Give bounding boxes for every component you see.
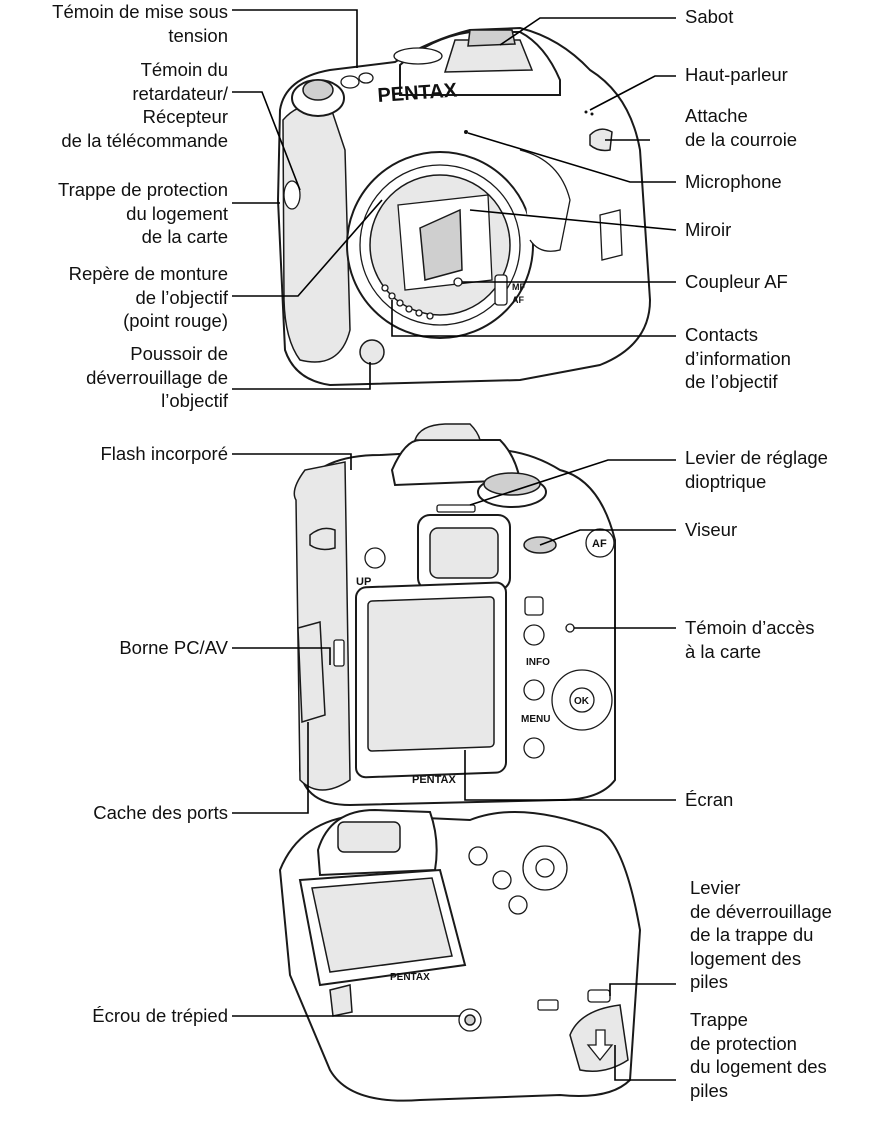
label-tripod-socket: Écrou de trépied	[92, 1005, 228, 1026]
camera-front-illustration: PENTAX MF AF	[276, 26, 652, 387]
svg-text:MF: MF	[512, 282, 525, 292]
svg-text:OK: OK	[574, 696, 590, 707]
label-viewfinder: Viseur	[685, 519, 738, 540]
svg-text:AF: AF	[512, 295, 524, 305]
label-diopter-lever: Levier de réglage dioptrique	[685, 447, 828, 492]
svg-text:PENTAX: PENTAX	[412, 774, 456, 786]
label-battery-lock-lever: Levier de déverrouillage de la trappe du…	[690, 877, 832, 992]
af-button-mark: AF	[592, 538, 607, 550]
flash-up-mark: UP	[356, 576, 371, 588]
svg-text:INFO: INFO	[526, 657, 550, 668]
label-lens-mount-index: Repère de monture de l’objectif (point r…	[68, 263, 228, 331]
ok-button-mark: OK	[574, 696, 590, 707]
info-button-mark: INFO	[526, 657, 550, 668]
label-strap-lug: Attache de la courroie	[685, 105, 798, 150]
label-lens-release-button: Poussoir de déverrouillage de l’objectif	[86, 343, 228, 411]
leader-lines	[232, 9, 677, 1081]
label-self-timer-remote-receiver: Témoin du retardateur/ Récepteur de la t…	[61, 59, 228, 151]
camera-bottom-illustration: PENTAX	[278, 808, 642, 1102]
label-battery-cover: Trappe de protection du logement des pil…	[690, 1009, 827, 1101]
label-port-cover: Cache des ports	[93, 802, 228, 823]
label-microphone: Microphone	[685, 171, 782, 192]
label-monitor: Écran	[685, 789, 734, 810]
label-card-access-lamp: Témoin d’accès à la carte	[685, 617, 815, 662]
af-mode-mark: AF	[512, 295, 524, 305]
svg-text:MENU: MENU	[521, 714, 550, 725]
menu-button-mark: MENU	[521, 714, 550, 725]
label-hot-shoe: Sabot	[685, 6, 734, 27]
lens-contacts-dots	[381, 284, 434, 320]
camera-back-illustration: PENTAX INFO MENU OK AF UP	[293, 423, 616, 807]
svg-text:UP: UP	[356, 576, 371, 588]
svg-text:AF: AF	[592, 538, 607, 550]
label-pc-av-terminal: Borne PC/AV	[119, 637, 228, 658]
label-card-cover: Trappe de protection du logement de la c…	[57, 179, 228, 247]
mf-mode-mark: MF	[512, 282, 525, 292]
label-lens-contacts: Contacts d’information de l’objectif	[685, 324, 791, 392]
svg-text:PENTAX: PENTAX	[390, 972, 430, 983]
label-mirror: Miroir	[685, 219, 732, 240]
bottom-brand-logo: PENTAX	[390, 972, 430, 983]
label-af-coupler: Coupleur AF	[685, 271, 788, 292]
label-speaker: Haut-parleur	[685, 64, 788, 85]
label-power-lamp: Témoin de mise sous tension	[52, 1, 228, 46]
back-brand-logo: PENTAX	[412, 774, 456, 786]
label-built-in-flash: Flash incorporé	[100, 443, 228, 464]
